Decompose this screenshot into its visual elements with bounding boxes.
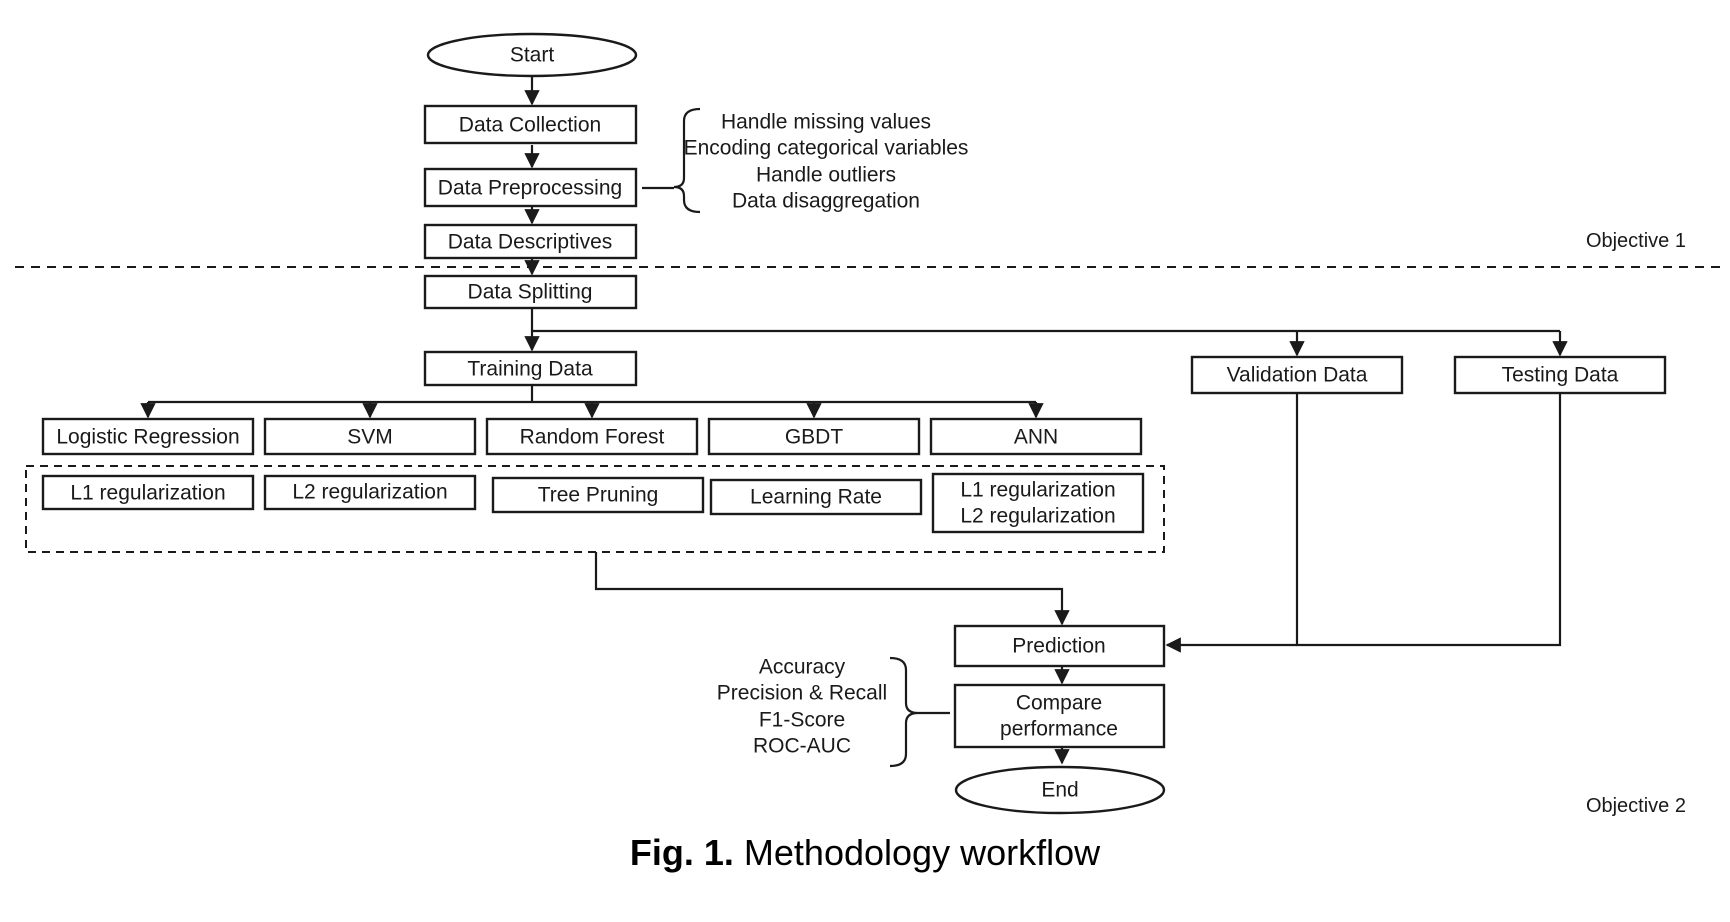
validation-data-label: Validation Data <box>1227 364 1368 387</box>
preprocessing-step: Handle missing values <box>721 111 931 134</box>
random-forest-box <box>485 417 699 456</box>
metric-item: Accuracy <box>759 656 846 679</box>
training-data-box <box>423 350 638 387</box>
data-descriptives-label: Data Descriptives <box>448 231 613 254</box>
tree-pruning-box <box>491 476 705 514</box>
metric-item: Precision & Recall <box>717 682 887 705</box>
learning-rate-label: Learning Rate <box>750 486 882 509</box>
ann-regularization-line2: L2 regularization <box>960 505 1115 528</box>
prediction-box <box>953 624 1166 668</box>
compare-performance-box <box>953 683 1166 749</box>
figure-caption: Fig. 1. Methodology workflow <box>0 832 1730 874</box>
ann-label: ANN <box>1014 426 1058 449</box>
data-descriptives-box <box>423 223 638 260</box>
objective1-label: Objective 1 <box>1586 230 1686 252</box>
data-preprocessing-box <box>423 167 638 208</box>
l1-regularization-box <box>41 474 255 511</box>
l2-regularization-box <box>263 474 477 511</box>
random-forest-label: Random Forest <box>520 426 665 449</box>
preprocessing-brace <box>673 107 701 214</box>
svm-label: SVM <box>347 426 393 449</box>
ann-box <box>929 417 1143 456</box>
l2-regularization-label: L2 regularization <box>292 481 447 504</box>
compare-performance-line1: Compare <box>1016 692 1102 715</box>
logistic-regression-label: Logistic Regression <box>56 426 239 449</box>
metric-item: F1-Score <box>759 709 845 732</box>
preprocessing-step: Encoding categorical variables <box>684 137 969 160</box>
methodology-flowchart: Objective 1 Objective 2 Start End Data C… <box>15 32 1722 817</box>
start-terminal <box>426 32 638 78</box>
preprocessing-step: Handle outliers <box>756 164 896 187</box>
end-label: End <box>1041 779 1078 802</box>
ann-regularization-box <box>931 472 1145 534</box>
figure-caption-text: Methodology workflow <box>733 832 1101 873</box>
prediction-label: Prediction <box>1012 635 1105 658</box>
data-preprocessing-label: Data Preprocessing <box>438 177 622 200</box>
gbdt-label: GBDT <box>785 426 844 449</box>
testing-data-box <box>1453 355 1667 395</box>
data-collection-box <box>423 104 638 145</box>
metrics-brace <box>889 656 919 768</box>
objective2-label: Objective 2 <box>1586 795 1686 817</box>
end-terminal <box>954 765 1166 815</box>
data-splitting-box <box>423 274 638 310</box>
learning-rate-box <box>709 478 923 516</box>
preprocessing-step: Data disaggregation <box>732 190 920 213</box>
training-data-label: Training Data <box>467 358 593 381</box>
start-label: Start <box>510 44 555 67</box>
validation-down-line <box>1295 394 1562 647</box>
testing-data-label: Testing Data <box>1502 364 1619 387</box>
metric-item: ROC-AUC <box>753 735 851 758</box>
compare-performance-line2: performance <box>1000 718 1118 741</box>
tree-pruning-label: Tree Pruning <box>538 484 659 507</box>
logistic-regression-box <box>41 417 255 456</box>
svm-box <box>263 417 477 456</box>
figure-caption-label: Fig. 1. <box>629 832 734 873</box>
validation-data-box <box>1190 355 1404 395</box>
data-splitting-label: Data Splitting <box>468 281 593 304</box>
data-collection-label: Data Collection <box>459 114 601 137</box>
arrow-group-to-prediction <box>594 552 1070 626</box>
ann-regularization-line1: L1 regularization <box>960 479 1115 502</box>
gbdt-box <box>707 417 921 456</box>
l1-regularization-label: L1 regularization <box>70 482 225 505</box>
